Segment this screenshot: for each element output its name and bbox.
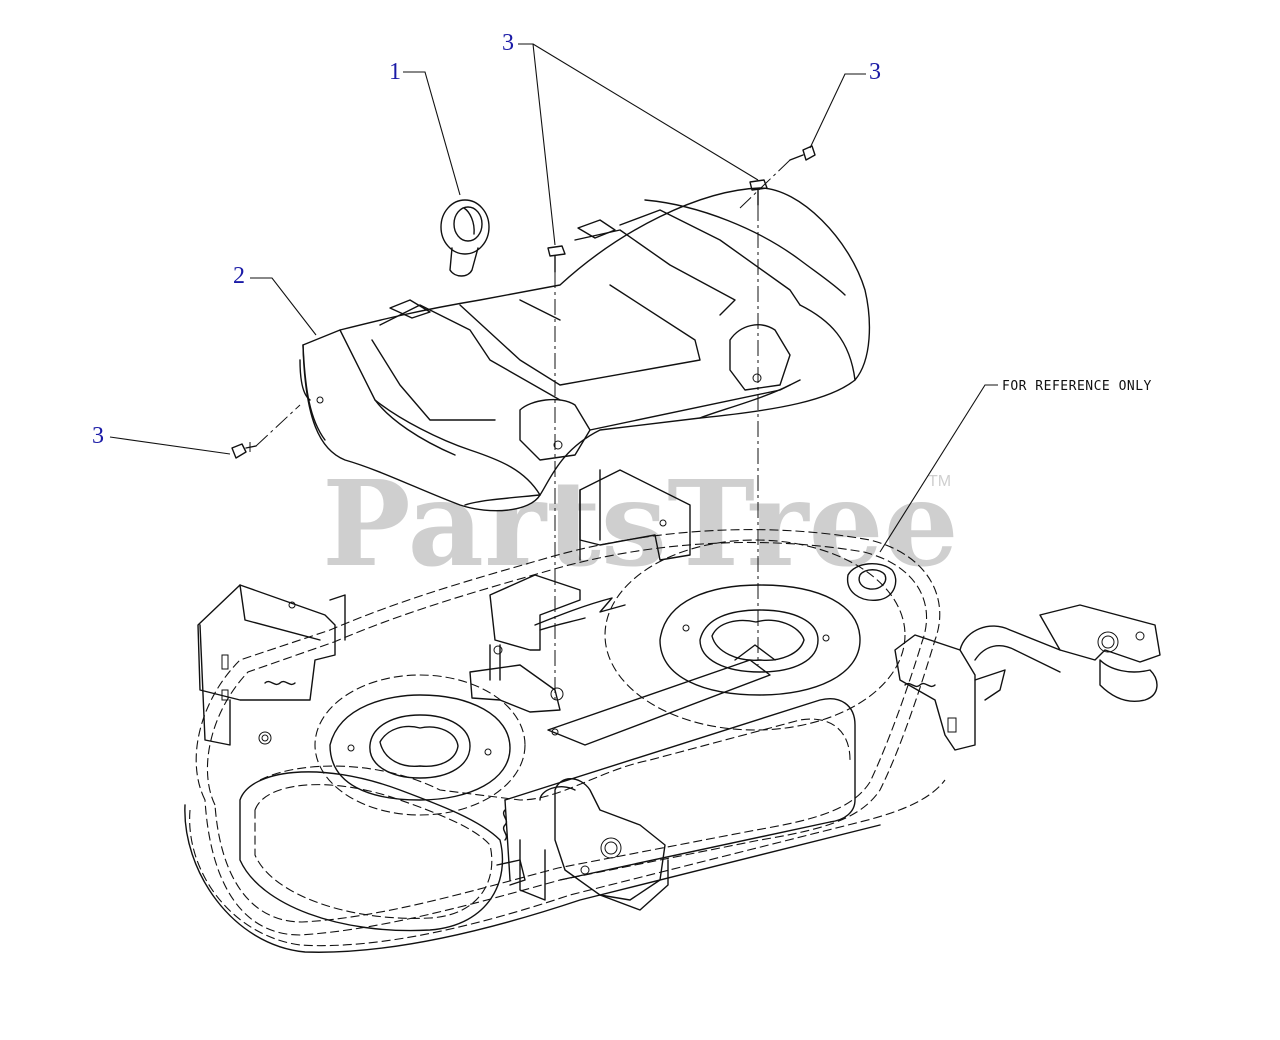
part-2-deck-cover: [299, 187, 871, 512]
reference-note: FOR REFERENCE ONLY: [879, 379, 1152, 553]
part-3-screw-far-right: [789, 145, 816, 161]
callout-1-label: 1: [389, 59, 401, 85]
reference-note-label: FOR REFERENCE ONLY: [1002, 379, 1152, 394]
mower-deck-reference: [184, 469, 1161, 953]
trademark: TM: [928, 473, 951, 490]
callout-3-right-label: 3: [869, 59, 881, 85]
centerline-far-right: [739, 159, 791, 209]
callout-3-top-label: 3: [502, 30, 514, 56]
callout-1: 1: [389, 59, 461, 196]
part-1-knob: [440, 199, 490, 277]
callout-3-right: 3: [809, 59, 881, 149]
part-3-screw-right-top: [749, 179, 768, 206]
callout-3-left: 3: [92, 423, 231, 455]
centerline-left: [255, 404, 301, 447]
callout-2-label: 2: [233, 263, 245, 289]
callout-3-top: 3: [502, 30, 759, 246]
callout-2: 2: [233, 263, 317, 336]
part-3-screw-left: [231, 442, 257, 459]
callout-3-left-label: 3: [92, 423, 104, 449]
part-3-screw-mid: [547, 245, 566, 273]
